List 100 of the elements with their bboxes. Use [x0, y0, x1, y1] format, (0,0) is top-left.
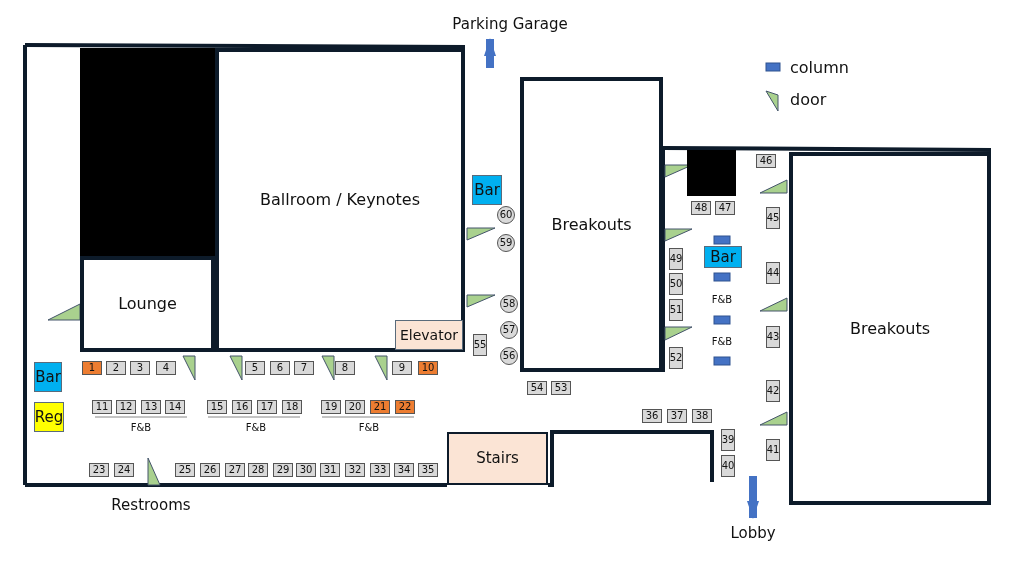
booth-number: 2 — [112, 363, 120, 373]
booth — [473, 334, 487, 356]
area-label: F&B — [245, 421, 267, 433]
booth-number: 39 — [721, 435, 735, 445]
table-number: 57 — [502, 325, 516, 335]
area-label: F&B — [711, 335, 733, 347]
booth — [392, 361, 412, 375]
area-label: F&B — [711, 293, 733, 305]
booth — [270, 361, 290, 375]
booth-number: 17 — [260, 402, 274, 412]
round-table — [497, 234, 515, 252]
place-name: Lobby — [730, 525, 776, 541]
booth-number: 37 — [670, 411, 684, 421]
booth-number: 44 — [766, 268, 780, 278]
booth-number: 13 — [144, 402, 158, 412]
booth — [766, 380, 780, 402]
booth-number: 46 — [759, 156, 773, 166]
booth-number: 27 — [228, 465, 242, 475]
bar-station — [34, 362, 62, 392]
booth — [156, 361, 176, 375]
booth — [766, 439, 780, 461]
booth-number: 53 — [554, 383, 568, 393]
booth — [721, 429, 735, 451]
booth-number: 50 — [669, 279, 683, 289]
booth — [130, 361, 150, 375]
room — [520, 77, 663, 372]
booth — [669, 299, 683, 321]
area-label: F&B — [358, 421, 380, 433]
booth-number: 35 — [421, 465, 435, 475]
room — [789, 152, 991, 505]
booth-number: 41 — [766, 445, 780, 455]
round-table — [500, 347, 518, 365]
booth — [294, 361, 314, 375]
round-table — [500, 295, 518, 313]
blocked-area — [687, 150, 736, 196]
booth-number: 48 — [694, 203, 708, 213]
bar-station — [704, 246, 742, 268]
booth-number: 11 — [95, 402, 109, 412]
booth-number: 54 — [530, 383, 544, 393]
booth-number: 55 — [473, 340, 487, 350]
booth-number: 40 — [721, 461, 735, 471]
registration-desk — [34, 402, 64, 432]
booth-number: 49 — [669, 254, 683, 264]
legend-label: column — [790, 58, 849, 77]
booth-number: 26 — [203, 465, 217, 475]
table-number: 60 — [499, 210, 513, 220]
booth-number: 34 — [397, 465, 411, 475]
booth — [82, 361, 102, 375]
booth-number: 15 — [210, 402, 224, 412]
booth-number: 33 — [373, 465, 387, 475]
booth-number: 18 — [285, 402, 299, 412]
booth-number: 9 — [398, 363, 406, 373]
booth — [766, 207, 780, 229]
booth-number: 12 — [119, 402, 133, 412]
stairs — [447, 432, 548, 485]
booth — [106, 361, 126, 375]
booth-number: 43 — [766, 332, 780, 342]
blocked-area — [80, 48, 215, 256]
table-number: 58 — [502, 299, 516, 309]
booth-number: 31 — [323, 465, 337, 475]
booth-number: 24 — [117, 465, 131, 475]
booth-number: 16 — [235, 402, 249, 412]
booth — [669, 248, 683, 270]
bar-label: Bar — [474, 182, 500, 198]
booth — [245, 361, 265, 375]
room — [215, 48, 465, 352]
booth-number: 21 — [373, 402, 387, 412]
booth-number: 42 — [766, 386, 780, 396]
booth-number: 4 — [162, 363, 170, 373]
booth-number: 36 — [645, 411, 659, 421]
booth-number: 10 — [421, 363, 435, 373]
registration-label: Reg — [34, 409, 64, 425]
booth — [335, 361, 355, 375]
booth-number: 32 — [348, 465, 362, 475]
room-name: Lounge — [118, 296, 177, 312]
booth-number: 29 — [276, 465, 290, 475]
booth-number: 52 — [669, 353, 683, 363]
booth-number: 23 — [92, 465, 106, 475]
booth-number: 22 — [398, 402, 412, 412]
room-name: Ballroom / Keynotes — [260, 192, 420, 208]
booth-number: 19 — [324, 402, 338, 412]
booth — [766, 326, 780, 348]
room — [80, 256, 215, 352]
booth-number: 6 — [276, 363, 284, 373]
legend-label: door — [790, 90, 827, 109]
booth-number: 45 — [766, 213, 780, 223]
booth-number: 1 — [88, 363, 96, 373]
round-table — [500, 321, 518, 339]
place-name: Parking Garage — [452, 16, 568, 32]
elevator — [395, 320, 463, 350]
booth-number: 3 — [136, 363, 144, 373]
booth — [669, 347, 683, 369]
bar-station — [472, 175, 502, 205]
table-number: 59 — [499, 238, 513, 248]
stairs-label: Stairs — [476, 451, 519, 466]
bar-label: Bar — [35, 369, 61, 385]
booth — [669, 273, 683, 295]
booth-number: 51 — [669, 305, 683, 315]
booth-number: 5 — [251, 363, 259, 373]
place-name: Restrooms — [111, 497, 191, 513]
